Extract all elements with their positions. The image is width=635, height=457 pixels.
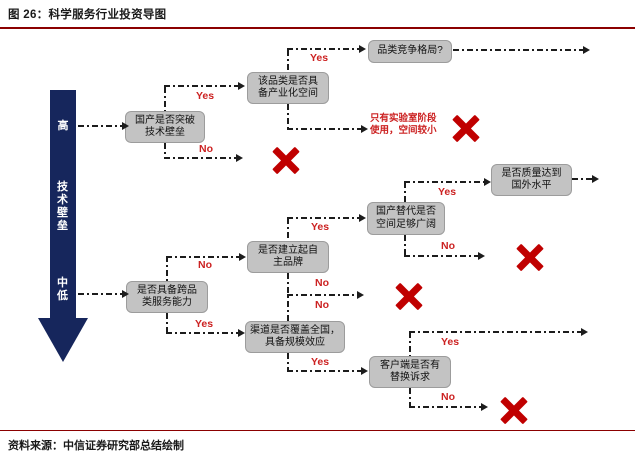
connector-line (453, 49, 583, 51)
connector-line (404, 182, 406, 202)
source-rule (0, 430, 635, 431)
arrow-right-icon (481, 403, 488, 411)
node-quality-level: 是否质量达到国外水平 (491, 164, 572, 196)
connector-line (166, 313, 168, 333)
arrow-right-icon (122, 290, 129, 298)
reject-x-icon (452, 114, 480, 142)
connector-line (404, 235, 406, 256)
connector-line (287, 50, 289, 72)
arrow-right-icon (592, 175, 599, 183)
axis-label-high: 高 (57, 120, 69, 132)
arrow-right-icon (236, 154, 243, 162)
node-category-competition: 品类竞争格局? (368, 40, 452, 63)
edge-label-yes: Yes (438, 186, 457, 198)
node-channel-coverage: 渠道是否覆盖全国，具备规模效应 (245, 321, 345, 353)
connector-line (409, 388, 411, 407)
node-own-brand: 是否建立起自主品牌 (247, 241, 329, 273)
connector-line (287, 294, 357, 296)
reject-x-icon (516, 243, 544, 271)
arrow-right-icon (122, 122, 129, 130)
edge-label-yes: Yes (195, 318, 214, 330)
figure-title: 图 26：科学服务行业投资导图 (8, 9, 167, 21)
connector-line (287, 370, 361, 372)
connector-line (404, 181, 484, 183)
arrow-right-icon (238, 329, 245, 337)
axis-label-mid-low: 中低 (57, 277, 68, 302)
axis-arrow-shaft (50, 90, 76, 319)
connector-line (164, 87, 166, 111)
connector-line (287, 104, 289, 130)
edge-label-no: No (441, 240, 455, 252)
connector-line (164, 143, 166, 158)
arrow-right-icon (359, 214, 366, 222)
connector-line (287, 128, 361, 130)
connector-line (404, 255, 478, 257)
edge-label-yes: Yes (441, 336, 460, 348)
node-cross-category-capability: 是否具备跨品类服务能力 (126, 281, 208, 313)
connector-line (78, 125, 122, 127)
connector-line (287, 218, 289, 241)
connector-line (409, 406, 481, 408)
node-domestic-breakthrough: 国产是否突破技术壁垒 (125, 111, 205, 143)
connector-line (164, 85, 238, 87)
arrow-right-icon (359, 45, 366, 53)
arrow-right-icon (484, 178, 491, 186)
node-industrialization-space: 该品类是否具备产业化空间 (247, 72, 329, 104)
axis-arrow-down-icon (38, 318, 88, 362)
arrow-right-icon (361, 367, 368, 375)
reject-x-icon (272, 146, 300, 174)
edge-label-no: No (315, 277, 329, 289)
arrow-right-icon (583, 46, 590, 54)
node-substitution-space: 国产替代是否空间足够广阔 (367, 202, 445, 235)
node-client-switch-demand: 客户端是否有替换诉求 (369, 356, 451, 388)
edge-label-no: No (441, 391, 455, 403)
figure-source: 资料来源：中信证券研究部总结绘制 (8, 440, 184, 452)
connector-line (166, 256, 168, 281)
note-lab-stage-only: 只有实验室阶段使用，空间较小 (370, 113, 437, 136)
edge-label-no: No (198, 259, 212, 271)
connector-line (166, 256, 239, 258)
edge-label-yes: Yes (310, 52, 329, 64)
connector-line (409, 331, 581, 333)
arrow-right-icon (239, 253, 246, 261)
connector-line (287, 353, 289, 372)
connector-line (166, 332, 238, 334)
arrow-right-icon (357, 291, 364, 299)
arrow-right-icon (361, 125, 368, 133)
connector-line (78, 293, 122, 295)
arrow-right-icon (478, 252, 485, 260)
reject-x-icon (500, 396, 528, 424)
connector-line (572, 178, 592, 180)
edge-label-no: No (315, 299, 329, 311)
reject-x-icon (395, 282, 423, 310)
connector-line (287, 48, 359, 50)
connector-line (409, 332, 411, 356)
arrow-right-icon (238, 82, 245, 90)
title-rule (0, 27, 635, 29)
connector-line (287, 273, 289, 321)
edge-label-yes: Yes (196, 90, 215, 102)
connector-line (287, 217, 359, 219)
connector-line (164, 157, 236, 159)
edge-label-no: No (199, 143, 213, 155)
edge-label-yes: Yes (311, 221, 330, 233)
edge-label-yes: Yes (311, 356, 330, 368)
arrow-right-icon (581, 328, 588, 336)
axis-label-tech-barrier: 技术壁垒 (57, 181, 68, 232)
